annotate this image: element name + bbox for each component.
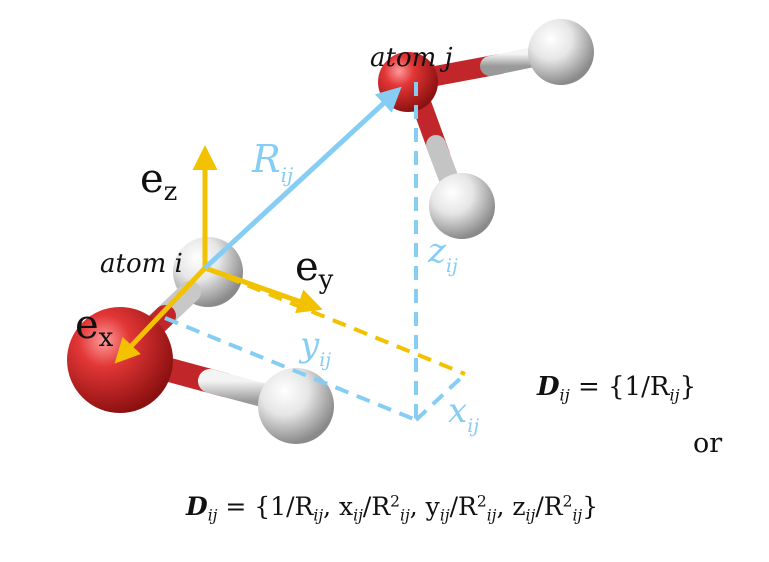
eq1-rhs: = {1/R bbox=[577, 372, 670, 402]
ex-vector bbox=[114, 266, 207, 364]
eq2-p7: /R bbox=[535, 492, 563, 521]
eq2-p7-sup: 2 bbox=[562, 492, 573, 511]
xij-label-base: x bbox=[448, 391, 467, 431]
ez-label-base: e bbox=[140, 156, 164, 202]
ez-label-sub: z bbox=[164, 177, 178, 207]
eq2-lhs-sub: ij bbox=[207, 506, 218, 525]
eq2-p6-sub: ij bbox=[525, 506, 536, 525]
eq2-p5-sup: 2 bbox=[476, 492, 487, 511]
unit-vectors bbox=[114, 145, 323, 364]
zij-label-sub: ij bbox=[446, 255, 458, 277]
xij-label-sub: ij bbox=[467, 415, 479, 437]
eq2-p2-sub: ij bbox=[353, 506, 363, 525]
diagram-labels: atom j atom i ez ey ex Rij zij yij xij bbox=[75, 43, 479, 437]
eq2-p7-scripts: 2ij bbox=[563, 492, 583, 524]
yij-label-base: y bbox=[298, 325, 320, 365]
eq2-lhs: D bbox=[186, 492, 208, 521]
rij-label: Rij bbox=[251, 137, 293, 187]
eq2-p3: /R bbox=[362, 492, 391, 521]
eq2-p3-sup: 2 bbox=[390, 492, 401, 511]
zij-label: zij bbox=[427, 231, 458, 277]
eq1-rhs-end: } bbox=[679, 372, 697, 402]
rij-label-sub: ij bbox=[281, 163, 294, 187]
rij-label-base: R bbox=[251, 137, 281, 181]
eq2-p3-sub: ij bbox=[400, 506, 410, 525]
atom-i-label: atom i bbox=[100, 249, 183, 279]
hydrogen-atom-i-front bbox=[258, 368, 334, 444]
eq2-p5: /R bbox=[449, 492, 477, 521]
eq2-p2: , x bbox=[323, 492, 354, 521]
atom-j-label: atom j bbox=[370, 43, 453, 73]
eq2-p6: , z bbox=[496, 492, 526, 521]
ez-label: ez bbox=[140, 156, 177, 207]
descriptor-equation-2: Dij = {1/Rij, xij/R2ij, yij/R2ij, zij/R2… bbox=[186, 492, 598, 524]
hydrogen-atom-j-down bbox=[429, 173, 495, 239]
eq2-p1: = {1/R bbox=[225, 492, 314, 521]
ey-label-sub: y bbox=[318, 265, 334, 295]
xij-label: xij bbox=[448, 391, 479, 437]
eq2-p3-scripts: 2ij bbox=[390, 492, 410, 524]
eq2-p4: , y bbox=[409, 492, 440, 521]
eq2-p4-sub: ij bbox=[439, 506, 450, 525]
eq1-rhs-sub: ij bbox=[669, 385, 680, 405]
eq1-lhs: D bbox=[537, 372, 560, 402]
ex-label-base: e bbox=[75, 302, 99, 348]
eq2-p1-sub: ij bbox=[313, 506, 324, 525]
rij-vector bbox=[203, 86, 402, 270]
yij-label: yij bbox=[298, 325, 331, 371]
zij-label-base: z bbox=[427, 231, 447, 271]
eq2-p5-sub: ij bbox=[486, 506, 497, 525]
molecule-j bbox=[378, 19, 594, 239]
ey-label-base: e bbox=[295, 244, 319, 290]
eq2-p5-scripts: 2ij bbox=[477, 492, 497, 524]
descriptor-equation-1: Dij = {1/Rij} bbox=[537, 372, 696, 405]
ex-label-sub: x bbox=[99, 323, 114, 353]
eq2-p7-sub: ij bbox=[572, 506, 583, 525]
or-text: or bbox=[693, 428, 723, 459]
eq2-end: } bbox=[582, 492, 599, 521]
x-projection-line bbox=[414, 372, 467, 422]
ey-label: ey bbox=[295, 244, 334, 295]
yij-label-sub: ij bbox=[319, 349, 331, 371]
ey-vector bbox=[204, 265, 323, 314]
ex-label: ex bbox=[75, 302, 114, 353]
eq1-lhs-sub: ij bbox=[559, 385, 570, 405]
hydrogen-atom-j-right bbox=[528, 19, 594, 85]
